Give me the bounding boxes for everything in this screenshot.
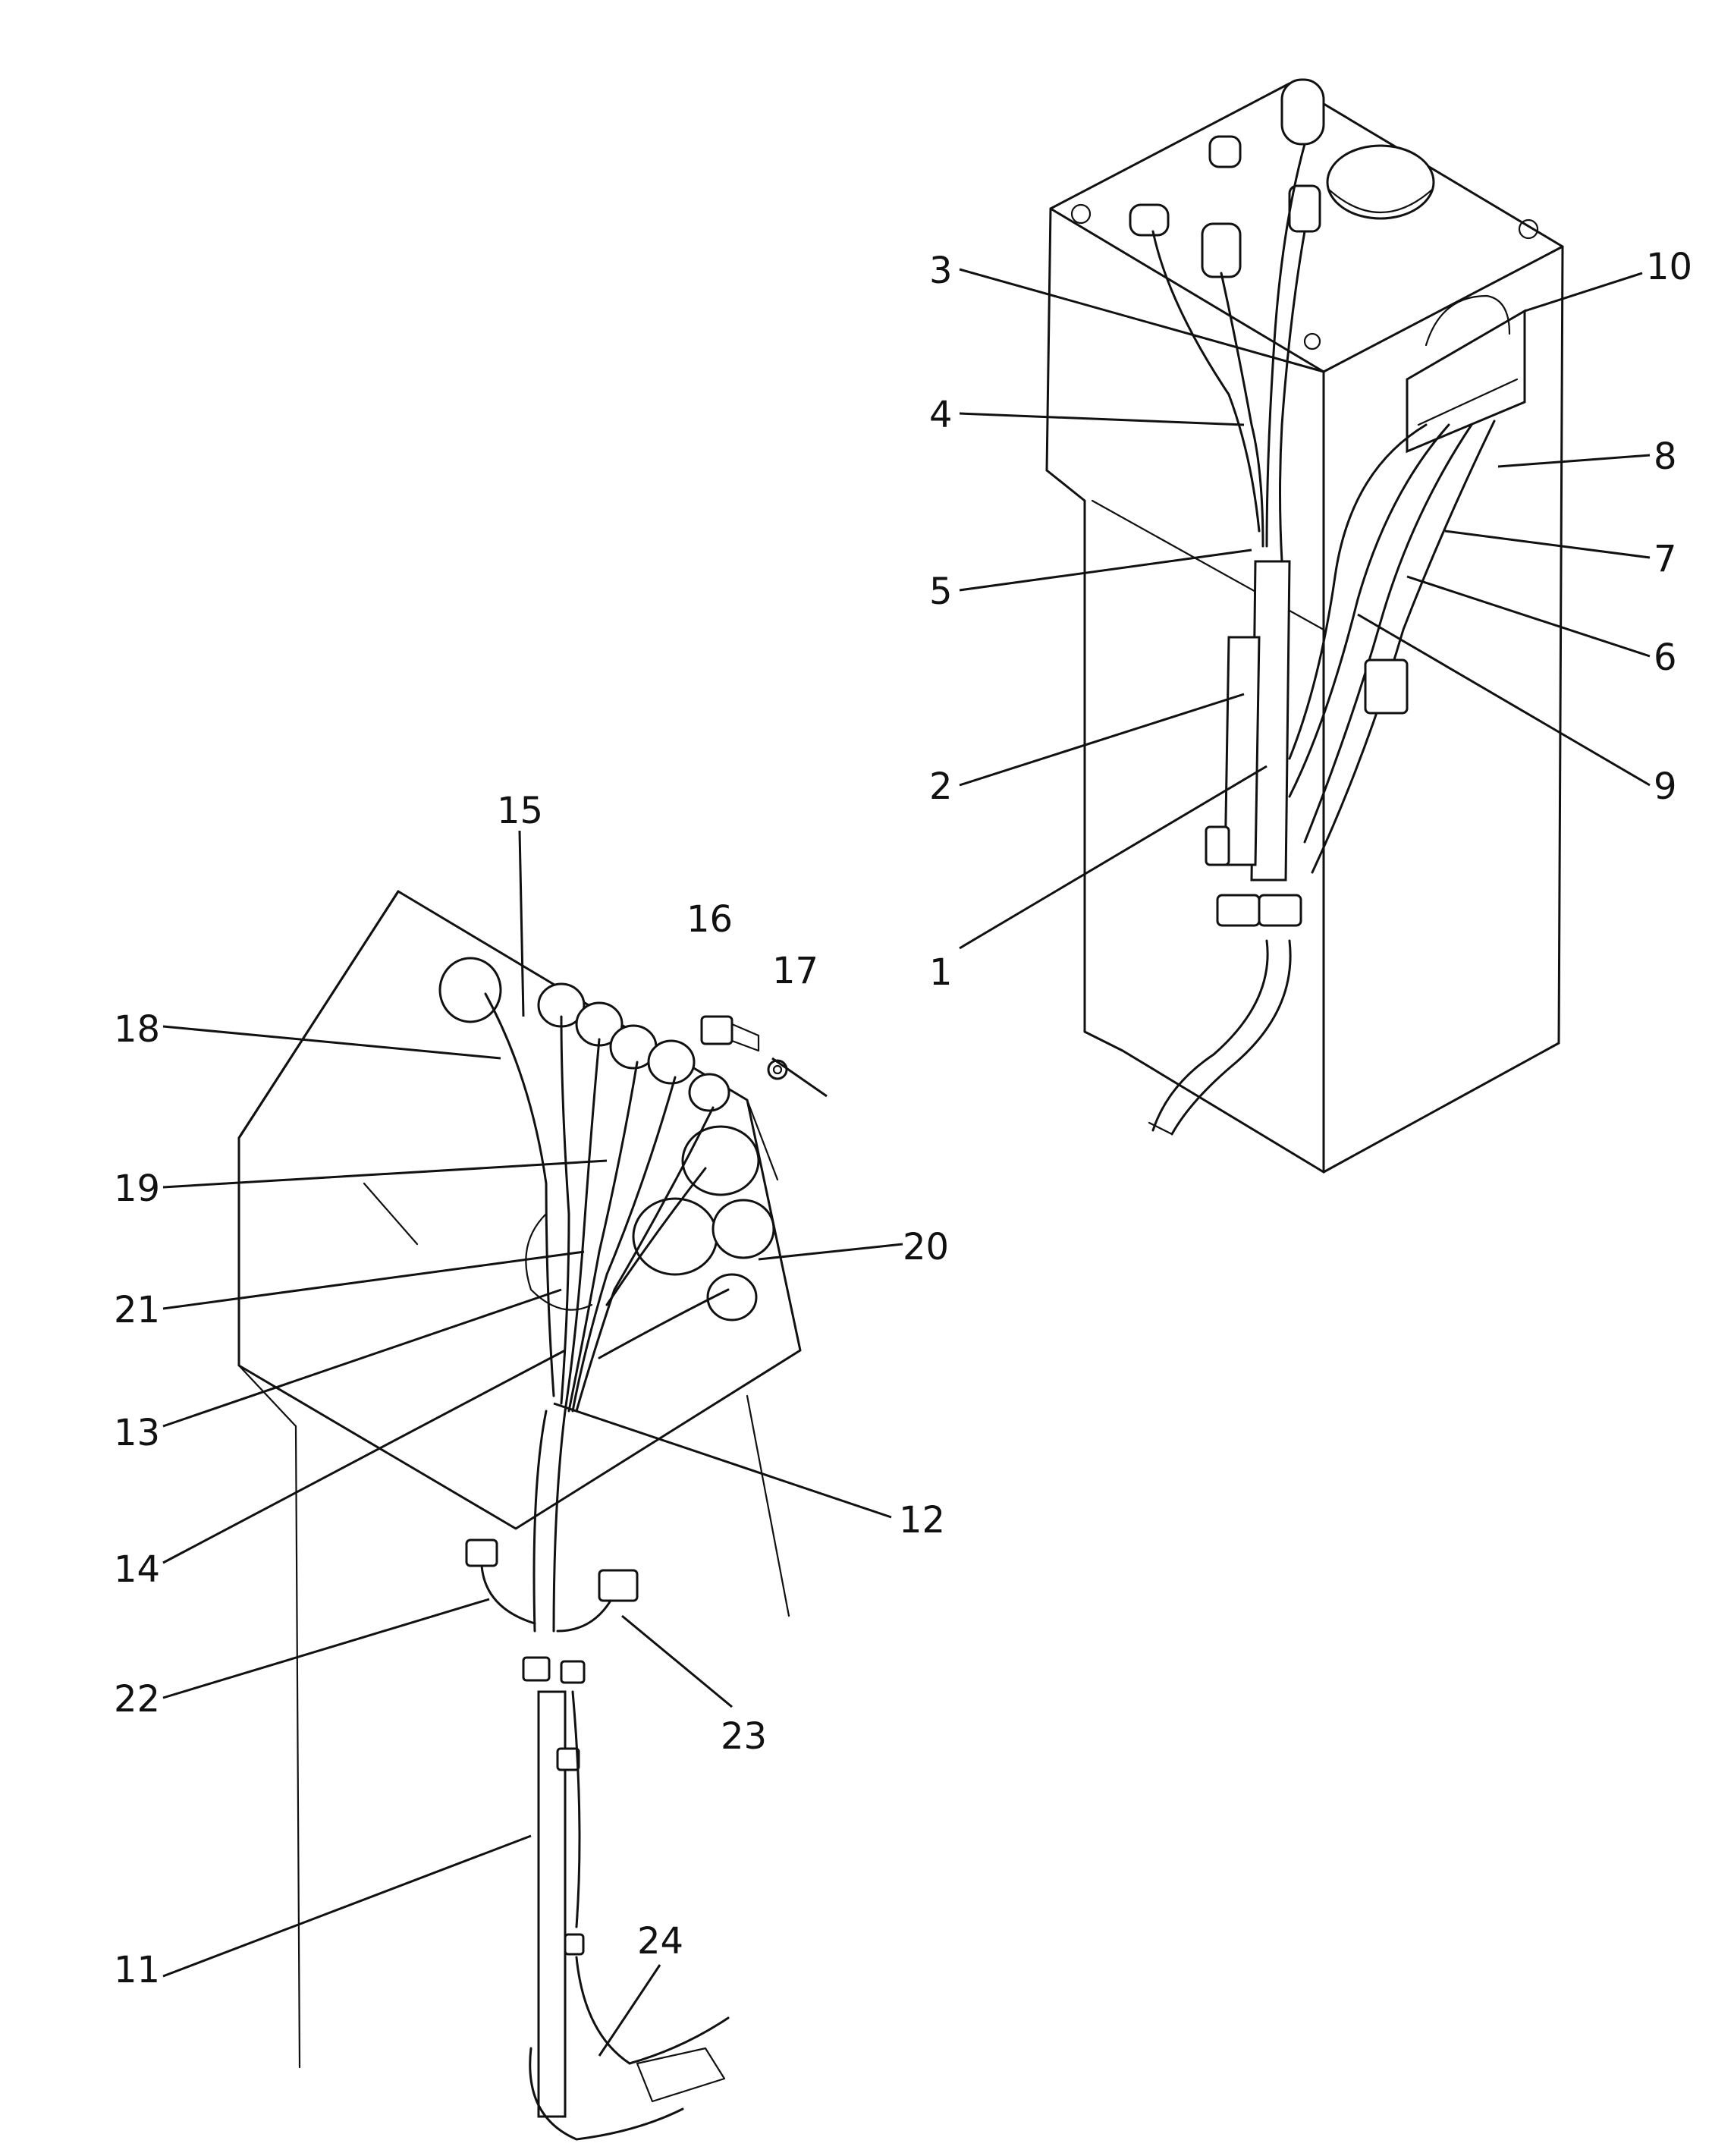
- callout-1: 1: [929, 951, 953, 994]
- callout-9: 9: [1654, 765, 1677, 808]
- callout-24: 24: [637, 1920, 683, 1963]
- callout-14: 14: [114, 1548, 160, 1591]
- callout-19: 19: [114, 1168, 160, 1210]
- callout-23: 23: [721, 1715, 767, 1758]
- callout-labels: 1 2 3 4 5 6 7 8 9 10 11 12 13 14 15 16 1…: [114, 246, 1692, 1991]
- callout-16: 16: [686, 898, 733, 941]
- right-control-column: [1045, 82, 1564, 1174]
- right-control-box: [1406, 294, 1526, 454]
- callout-22: 22: [114, 1678, 160, 1721]
- callout-5: 5: [929, 570, 953, 613]
- callout-8: 8: [1654, 435, 1677, 478]
- right-wire-harness: [1148, 143, 1496, 1136]
- callout-20: 20: [903, 1226, 949, 1268]
- right-top-components: [1129, 78, 1435, 278]
- callout-2: 2: [929, 765, 953, 808]
- callout-6: 6: [1654, 636, 1677, 679]
- left-bolt-washer: [700, 1015, 788, 1080]
- callout-7: 7: [1654, 538, 1677, 580]
- callout-12: 12: [899, 1499, 945, 1542]
- callout-21: 21: [114, 1289, 160, 1331]
- callout-3: 3: [929, 250, 953, 292]
- left-gauge-cluster: [438, 957, 775, 1322]
- callout-18: 18: [114, 1008, 160, 1051]
- left-wire-harness: [465, 992, 730, 2141]
- callout-10: 10: [1646, 246, 1692, 288]
- callout-11: 11: [114, 1949, 160, 1991]
- leader-lines: [162, 268, 1651, 2057]
- callout-17: 17: [772, 950, 818, 992]
- callout-13: 13: [114, 1412, 160, 1454]
- left-instrument-column: [237, 890, 802, 2069]
- callout-15: 15: [497, 790, 543, 832]
- callout-4: 4: [929, 394, 953, 436]
